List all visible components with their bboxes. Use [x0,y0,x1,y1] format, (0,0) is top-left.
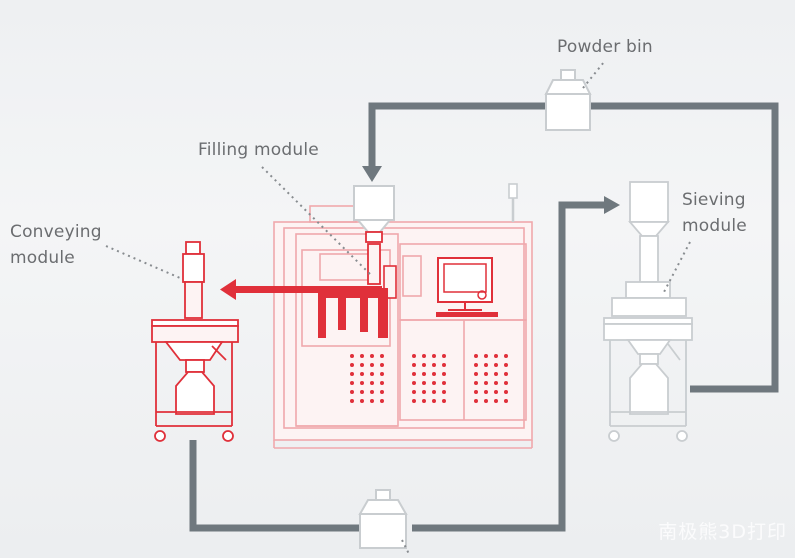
vent-dot [412,399,416,403]
vent-dot [484,354,488,358]
main-machine [273,205,533,449]
vent-dot [484,399,488,403]
label-sieving-module: Sieving module [682,190,747,236]
control-lever-icon [508,183,518,222]
loop-bin-to-right [590,102,779,393]
vent-dot [360,363,364,367]
vent-dot [370,381,374,385]
conveying-leader [105,245,181,279]
vent-dot [504,390,508,394]
vent-dot [370,354,374,358]
vent-dot [484,363,488,367]
vent-dot [350,363,354,367]
vent-dot [422,399,426,403]
vent-dot [494,354,498,358]
vent-dot [422,381,426,385]
label-filling-module: Filling module [198,140,319,160]
vent-dot [442,399,446,403]
vent-dot [422,363,426,367]
vent-dot [494,399,498,403]
watermark: 南极熊3D打印 [658,521,787,543]
vent-dot [350,372,354,376]
vent-dot [504,363,508,367]
vent-dot [442,390,446,394]
filling-hopper-icon [353,185,397,338]
conveying-module [151,241,239,442]
vent-dot [350,381,354,385]
vent-dot [350,399,354,403]
vent-dot [474,354,478,358]
vent-dot [432,372,436,376]
vent-dot [370,363,374,367]
vent-dot [370,372,374,376]
vent-dot [442,372,446,376]
vent-dot [432,390,436,394]
conveying-arrow [220,279,382,300]
label-conveying-module: Conveying module [10,222,102,268]
loop-bottom-to-sieving [412,201,608,532]
vent-dot [504,399,508,403]
vent-dot [412,354,416,358]
vent-dot [474,363,478,367]
vent-dot [484,372,488,376]
vent-dot [432,381,436,385]
vent-dot [484,381,488,385]
vent-dot [380,372,384,376]
vent-dot [422,390,426,394]
vent-dot [422,372,426,376]
vent-dot [442,381,446,385]
bottom-bin-icon [358,489,408,549]
vent-dot [370,390,374,394]
vent-dot [412,363,416,367]
main-machine-vent-dots [350,354,508,403]
vent-dot [484,390,488,394]
vent-dot [360,381,364,385]
vent-dot [494,381,498,385]
vent-dot [504,354,508,358]
vent-dot [442,363,446,367]
vent-dot [494,372,498,376]
vent-dot [504,381,508,385]
vent-dot [474,372,478,376]
vent-dot [350,354,354,358]
vent-dot [380,363,384,367]
vent-dot [412,390,416,394]
loop-bin-to-filling [368,102,548,170]
filling-leader [261,166,373,277]
powder-loop [189,102,779,532]
vent-dot [380,399,384,403]
monitor-icon [436,257,498,317]
vent-dot [494,390,498,394]
filling-tubes [318,290,382,338]
sieving-module [603,181,693,442]
powder-bin-icon [544,69,592,131]
vent-dot [494,363,498,367]
vent-dot [380,381,384,385]
label-powder-bin: Powder bin [557,37,653,57]
loop-arrow-right [604,196,620,214]
vent-dot [432,363,436,367]
vent-dot [380,390,384,394]
vent-dot [360,372,364,376]
vent-dot [380,354,384,358]
vent-dot [474,390,478,394]
vent-dot [422,354,426,358]
vent-dot [360,390,364,394]
vent-dot [474,399,478,403]
vent-dot [442,354,446,358]
vent-dot [504,372,508,376]
vent-dot [360,354,364,358]
loop-conveying-bottom [189,440,360,532]
vent-dot [350,390,354,394]
vent-dot [370,399,374,403]
vent-dot [474,381,478,385]
vent-dot [412,372,416,376]
vent-dot [432,354,436,358]
loop-arrow-down [362,166,382,182]
vent-dot [360,399,364,403]
vent-dot [432,399,436,403]
vent-dot [412,381,416,385]
